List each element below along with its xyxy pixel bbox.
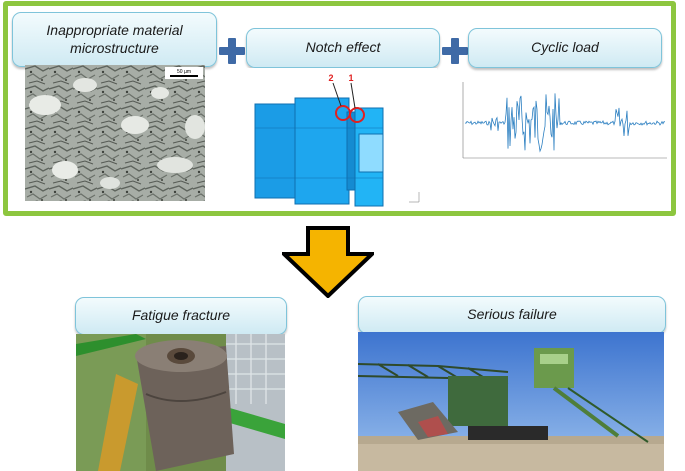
label-microstructure-line1: Inappropriate material bbox=[46, 22, 183, 38]
notch-marker-1: 1 bbox=[348, 73, 353, 83]
plus-icon-2 bbox=[442, 38, 468, 64]
down-arrow-icon bbox=[282, 226, 374, 298]
signal-trace bbox=[464, 93, 666, 153]
label-microstructure-line2: microstructure bbox=[70, 39, 159, 56]
label-cyclic-load: Cyclic load bbox=[468, 28, 662, 68]
shaft-bore bbox=[358, 133, 384, 173]
shaft-section-2 bbox=[294, 97, 350, 205]
label-microstructure: Inappropriate material microstructure bbox=[12, 12, 217, 67]
fatigue-fracture-photo bbox=[76, 334, 285, 471]
notch-marker-1-circle bbox=[349, 107, 365, 123]
scale-bar-label: 50 µm bbox=[177, 69, 191, 75]
microstructure-image: 50 µm bbox=[25, 65, 205, 201]
cyclic-load-signal bbox=[455, 78, 670, 164]
notch-marker-2: 2 bbox=[328, 73, 333, 83]
label-serious-failure: Serious failure bbox=[358, 296, 666, 334]
shaft-drawing: 2 1 bbox=[247, 68, 437, 208]
label-notch-effect: Notch effect bbox=[246, 28, 440, 68]
label-fatigue-fracture: Fatigue fracture bbox=[75, 297, 287, 335]
microstructure-texture: 50 µm bbox=[25, 65, 205, 201]
plus-icon-1 bbox=[219, 38, 245, 64]
serious-failure-photo bbox=[358, 332, 664, 471]
